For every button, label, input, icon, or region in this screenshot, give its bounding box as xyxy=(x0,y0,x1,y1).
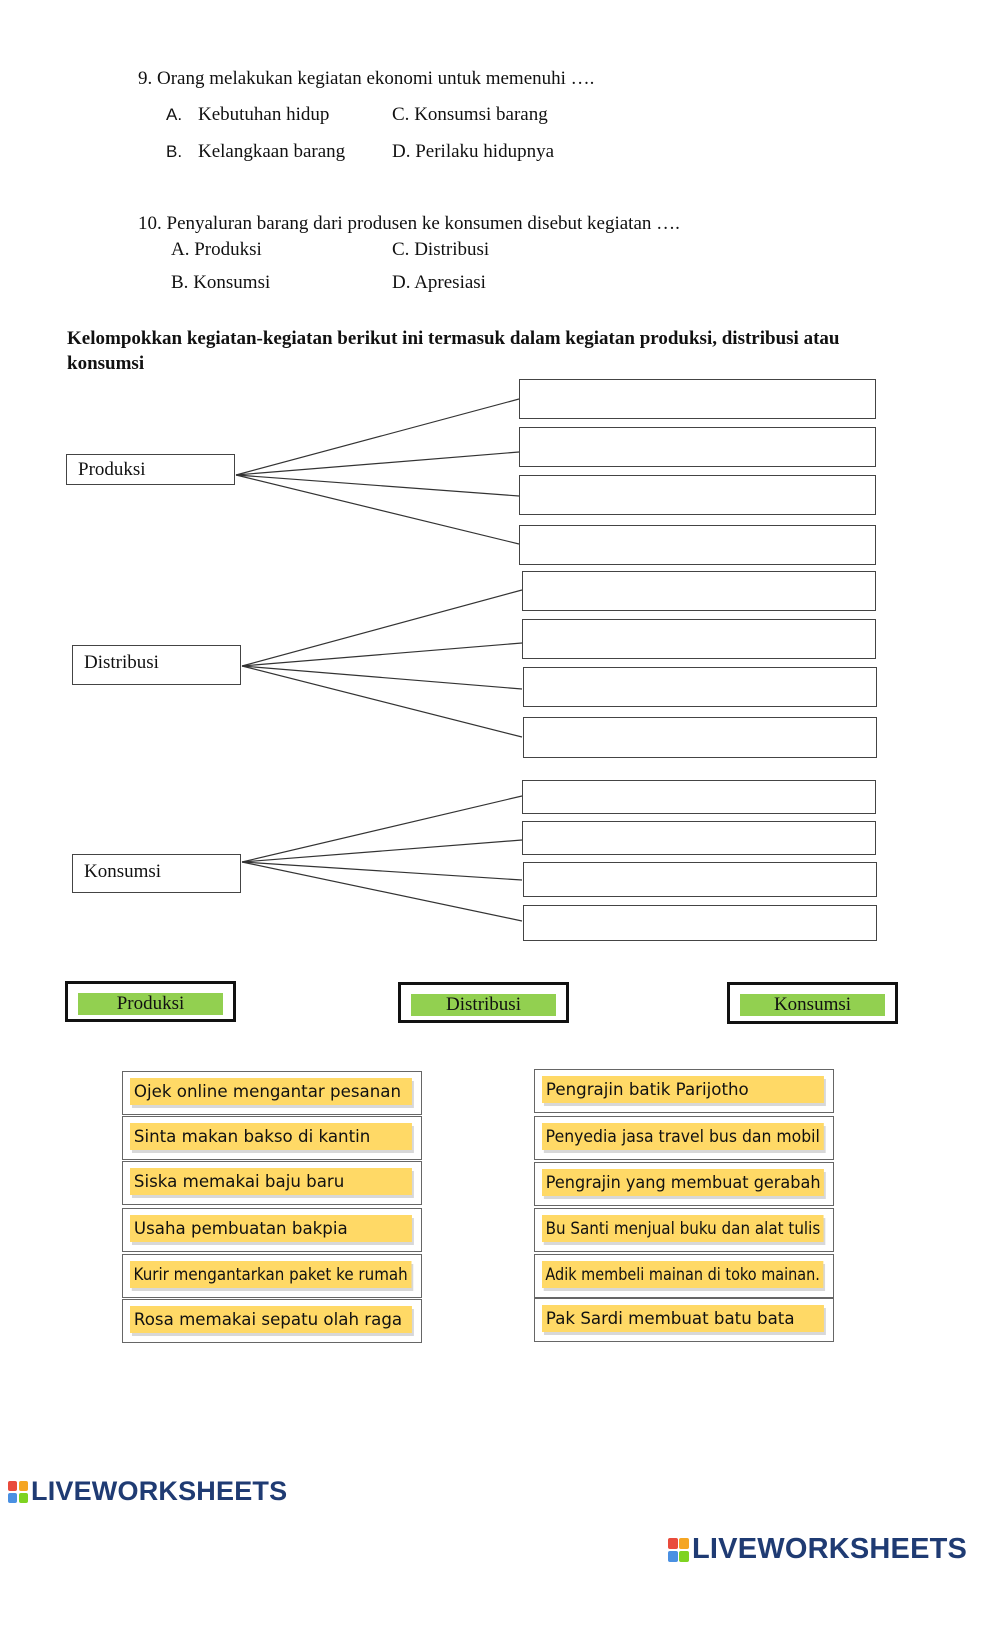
q9-option-c[interactable]: C. Konsumsi barang xyxy=(392,104,548,126)
liveworksheets-logo: LIVEWORKSHEETS xyxy=(8,1476,287,1507)
category-box-distribusi: Distribusi xyxy=(72,645,241,685)
drop-zone-label: Distribusi xyxy=(411,994,556,1016)
option-letter: C. xyxy=(392,239,410,260)
answer-box[interactable] xyxy=(523,862,877,897)
brand-name: LIVEWORKSHEETS xyxy=(692,1533,968,1565)
option-text: Distribusi xyxy=(414,239,490,260)
activity-card-text: Rosa memakai sepatu olah raga xyxy=(130,1306,412,1333)
connector-line xyxy=(235,474,520,497)
answer-box[interactable] xyxy=(519,379,876,419)
activity-card-text: Pak Sardi membuat batu bata xyxy=(542,1305,824,1332)
answer-box[interactable] xyxy=(522,780,876,814)
q10-option-d[interactable]: D. Apresiasi xyxy=(392,272,486,294)
answer-box[interactable] xyxy=(519,475,876,515)
activity-card-text: Ojek online mengantar pesanan xyxy=(130,1078,412,1105)
activity-card[interactable]: Pengrajin batik Parijotho xyxy=(534,1069,834,1113)
answer-box[interactable] xyxy=(523,905,877,941)
option-letter: A. xyxy=(166,105,183,124)
connector-line xyxy=(241,665,523,738)
answer-box[interactable] xyxy=(522,821,876,855)
category-box-konsumsi: Konsumsi xyxy=(72,854,241,893)
activity-card-text: Sinta makan bakso di kantin xyxy=(130,1123,412,1150)
activity-card-text: Penyedia jasa travel bus dan mobil xyxy=(542,1123,824,1150)
category-box-produksi: Produksi xyxy=(66,454,235,485)
brand-name: LIVEWORKSHEETS xyxy=(31,1476,288,1506)
option-text: Kebutuhan hidup xyxy=(198,104,330,125)
option-text: Apresiasi xyxy=(414,272,486,293)
drop-zone-label: Konsumsi xyxy=(740,994,885,1016)
q9-option-b[interactable]: B. Kelangkaan barang xyxy=(166,141,345,163)
activity-card-text: Usaha pembuatan bakpia xyxy=(130,1215,412,1242)
option-letter: B. xyxy=(166,142,183,161)
option-letter: D. xyxy=(392,141,411,162)
question-10: 10. Penyaluran barang dari produsen ke k… xyxy=(138,213,680,234)
option-text: Produksi xyxy=(194,239,262,260)
connector-line xyxy=(241,665,523,690)
option-letter: C. xyxy=(392,104,410,125)
option-letter: A. xyxy=(171,239,190,260)
q9-option-a[interactable]: A. Kebutuhan hidup xyxy=(166,104,329,126)
drop-zone-konsumsi[interactable]: Konsumsi xyxy=(727,982,898,1024)
question-9: 9. Orang melakukan kegiatan ekonomi untu… xyxy=(138,68,595,89)
activity-card[interactable]: Rosa memakai sepatu olah raga xyxy=(122,1299,422,1343)
connector-line xyxy=(241,642,523,667)
option-text: Konsumsi xyxy=(193,272,271,293)
drop-zone-distribusi[interactable]: Distribusi xyxy=(398,982,569,1023)
activity-card-text: Kurir mengantarkan paket ke rumah xyxy=(130,1261,412,1288)
answer-box[interactable] xyxy=(519,427,876,467)
activity-card[interactable]: Kurir mengantarkan paket ke rumah xyxy=(122,1254,422,1298)
activity-card[interactable]: Sinta makan bakso di kantin xyxy=(122,1116,422,1160)
q9-option-d[interactable]: D. Perilaku hidupnya xyxy=(392,141,554,163)
activity-card-text: Pengrajin batik Parijotho xyxy=(542,1076,824,1103)
connector-line xyxy=(235,451,520,476)
option-letter: B. xyxy=(171,272,189,293)
connector-line xyxy=(235,474,520,545)
q10-option-c[interactable]: C. Distribusi xyxy=(392,239,489,261)
instruction-heading: Kelompokkan kegiatan-kegiatan berikut in… xyxy=(67,328,840,374)
answer-box[interactable] xyxy=(523,667,877,707)
activity-card[interactable]: Siska memakai baju baru xyxy=(122,1161,422,1205)
activity-card[interactable]: Ojek online mengantar pesanan xyxy=(122,1071,422,1115)
answer-box[interactable] xyxy=(519,525,876,565)
connector-line xyxy=(241,861,523,922)
connector-line xyxy=(241,795,523,863)
activity-card[interactable]: Pak Sardi membuat batu bata xyxy=(534,1298,834,1342)
activity-card[interactable]: Usaha pembuatan bakpia xyxy=(122,1208,422,1252)
activity-card[interactable]: Penyedia jasa travel bus dan mobil xyxy=(534,1116,834,1160)
drop-zone-label: Produksi xyxy=(78,993,223,1015)
activity-card-text: Pengrajin yang membuat gerabah xyxy=(542,1169,824,1196)
drop-zone-produksi[interactable]: Produksi xyxy=(65,981,236,1022)
option-letter: D. xyxy=(392,272,411,293)
connector-line xyxy=(241,861,523,881)
liveworksheets-icon xyxy=(668,1537,689,1562)
q10-option-a[interactable]: A. Produksi xyxy=(171,239,262,261)
activity-card-text: Adik membeli mainan di toko mainan. xyxy=(542,1261,824,1288)
activity-card[interactable]: Pengrajin yang membuat gerabah xyxy=(534,1162,834,1206)
liveworksheets-logo: LIVEWORKSHEETS xyxy=(668,1533,967,1566)
liveworksheets-icon xyxy=(8,1480,28,1503)
connector-line xyxy=(235,398,520,476)
option-text: Konsumsi barang xyxy=(414,104,548,125)
activity-card[interactable]: Adik membeli mainan di toko mainan. xyxy=(534,1254,834,1298)
option-text: Perilaku hidupnya xyxy=(415,141,555,162)
option-text: Kelangkaan barang xyxy=(198,141,346,162)
connector-line xyxy=(241,589,523,667)
activity-card-text: Bu Santi menjual buku dan alat tulis xyxy=(542,1215,824,1242)
answer-box[interactable] xyxy=(522,619,876,659)
activity-card[interactable]: Bu Santi menjual buku dan alat tulis xyxy=(534,1208,834,1252)
connector-line xyxy=(241,839,523,863)
answer-box[interactable] xyxy=(522,571,876,611)
answer-box[interactable] xyxy=(523,717,877,758)
q10-option-b[interactable]: B. Konsumsi xyxy=(171,272,270,294)
activity-card-text: Siska memakai baju baru xyxy=(130,1168,412,1195)
